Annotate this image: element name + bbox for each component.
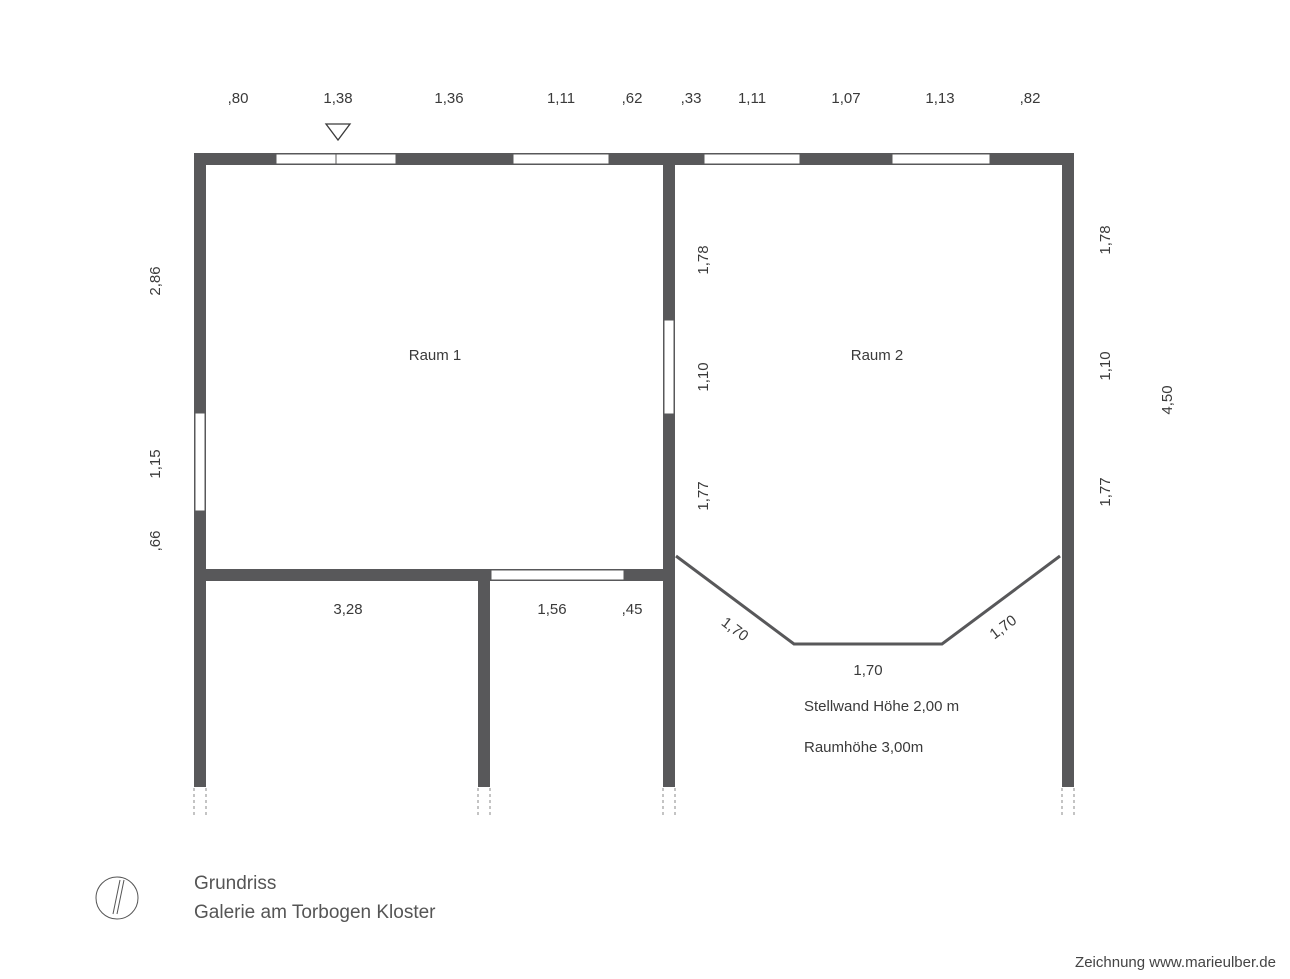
right-dimension: 1,10 <box>1097 351 1114 380</box>
drawing-credit: Zeichnung www.marieulber.de <box>1075 954 1276 971</box>
partition-wall <box>675 554 1061 646</box>
top-dimension: ,82 <box>1020 90 1041 107</box>
top-dimension: 1,11 <box>547 90 575 107</box>
top-dimension: 1,38 <box>323 90 352 107</box>
left-dimension: ,66 <box>147 531 164 552</box>
openings <box>194 153 991 581</box>
drawing-title: Grundriss <box>194 873 276 894</box>
left-wall-opening <box>194 412 206 512</box>
partition-height-note: Stellwand Höhe 2,00 m <box>804 698 959 715</box>
right-dimension: 1,77 <box>1097 477 1114 506</box>
lower-dimension: 1,56 <box>537 601 566 618</box>
entrance-triangle-icon <box>324 123 352 142</box>
left-dimension: 1,15 <box>147 449 164 478</box>
north-arrow-icon <box>95 876 139 920</box>
top-dimension: ,62 <box>622 90 643 107</box>
wall-continuations <box>193 788 1075 816</box>
lower-dimension: 3,28 <box>333 601 362 618</box>
middle-dimension: 1,77 <box>695 481 712 510</box>
right-dimension: 1,78 <box>1097 225 1114 254</box>
top-dimension: 1,11 <box>738 90 766 107</box>
left-dimension: 2,86 <box>147 266 164 295</box>
overall-depth-dimension: 4,50 <box>1159 385 1176 414</box>
top-dimension: ,80 <box>228 90 249 107</box>
room-label: Raum 1 <box>409 347 462 364</box>
top-dimension: 1,07 <box>831 90 860 107</box>
walls <box>194 153 1074 787</box>
room-label: Raum 2 <box>851 347 904 364</box>
window-opening <box>512 153 610 165</box>
top-wall <box>194 153 1074 165</box>
top-dimension: 1,36 <box>434 90 463 107</box>
drawing-subtitle: Galerie am Torbogen Kloster <box>194 902 436 923</box>
lower-dimensions: 3,28 1,56 ,45 <box>333 601 642 618</box>
lower-interior-wall <box>478 569 490 787</box>
middle-wall-dimensions: 1,78 1,10 1,77 <box>695 245 712 510</box>
partition-dimension: 1,70 <box>853 662 882 679</box>
right-wall <box>1062 153 1074 787</box>
top-dimension: ,33 <box>681 90 702 107</box>
top-dimensions: ,80 1,38 1,36 1,11 ,62 ,33 1,11 1,07 1,1… <box>228 90 1041 107</box>
window-opening <box>703 153 801 165</box>
lower-wall-opening <box>490 569 625 581</box>
lower-dimension: ,45 <box>622 601 643 618</box>
partition-dimension: 1,70 <box>718 614 752 645</box>
left-dimensions: 2,86 1,15 ,66 <box>147 266 164 551</box>
middle-dimension: 1,78 <box>695 245 712 274</box>
middle-dimension: 1,10 <box>695 362 712 391</box>
room-height-note: Raumhöhe 3,00m <box>804 739 923 756</box>
window-opening <box>891 153 991 165</box>
top-dimension: 1,13 <box>925 90 954 107</box>
partition-dimension: 1,70 <box>987 612 1021 643</box>
middle-wall-opening <box>663 319 675 415</box>
middle-wall <box>663 153 675 787</box>
right-wall-dimensions: 1,78 1,10 1,77 4,50 <box>1097 225 1176 506</box>
